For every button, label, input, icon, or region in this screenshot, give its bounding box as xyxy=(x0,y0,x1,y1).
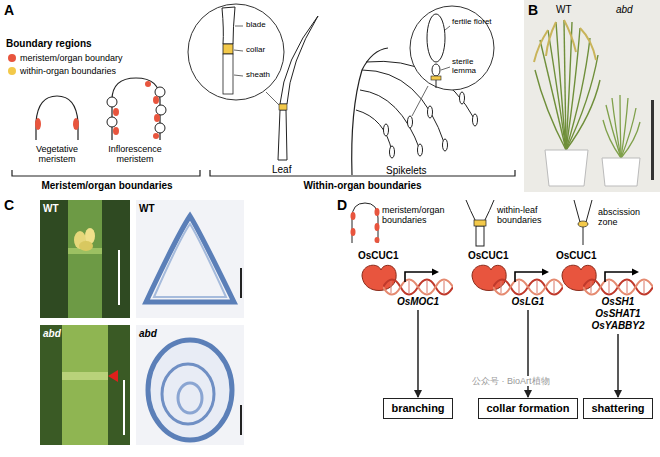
genotype-label: abd xyxy=(43,328,61,340)
arrow-connector xyxy=(417,310,419,397)
legend-swatch xyxy=(8,67,16,75)
process-box: branching xyxy=(383,398,452,419)
arrow-connector xyxy=(617,334,619,397)
legend-text: within-organ boundaries xyxy=(20,66,116,76)
group-label: Meristem/organ boundaries xyxy=(12,180,202,192)
protein-label: OsCUC1 xyxy=(358,250,399,262)
genotype-label: abd xyxy=(139,328,157,340)
region-label: within-leaf boundaries xyxy=(497,205,557,226)
legend-title: Boundary regions xyxy=(6,38,92,50)
dna-helix xyxy=(383,268,453,296)
structure-label: Inflorescence meristem xyxy=(98,144,172,165)
genotype-label: WT xyxy=(556,4,572,16)
structure-label: Vegetative meristem xyxy=(22,144,92,165)
gene-name: OsSH1 xyxy=(583,296,653,308)
gene-node: OsSH1OsSHAT1OsYABBY2 xyxy=(583,268,653,332)
part-label: sheath xyxy=(246,70,270,79)
gene-node: OsMOC1 xyxy=(383,268,453,308)
legend-swatch xyxy=(8,54,16,62)
organ-label: Spikelets xyxy=(386,165,427,177)
panel-letter: D xyxy=(337,197,347,213)
dna-helix xyxy=(493,268,563,296)
gene-name: OsYABBY2 xyxy=(583,320,653,332)
gene-name: OsMOC1 xyxy=(383,296,453,308)
protein-label: OsCUC1 xyxy=(556,250,597,262)
box-text: shattering xyxy=(591,402,644,415)
box-text: collar formation xyxy=(486,402,569,415)
genotype-label: WT xyxy=(139,203,155,215)
panel-letter: A xyxy=(4,2,14,18)
part-label: sterile lemma xyxy=(452,57,492,75)
gene-name: OsLG1 xyxy=(493,296,563,308)
panel-letter: B xyxy=(528,2,538,18)
gene-node: OsLG1 xyxy=(493,268,563,308)
panel-letter: C xyxy=(4,197,14,213)
part-label: collar xyxy=(246,45,265,54)
dna-helix xyxy=(583,268,653,296)
part-label: fertile floret xyxy=(452,17,492,26)
legend-row: within-organ boundaries xyxy=(8,66,116,76)
legend-row: meristem/organ boundary xyxy=(8,53,123,63)
region-label: abscission zone xyxy=(598,207,656,228)
process-box: shattering xyxy=(583,398,652,419)
legend-text: meristem/organ boundary xyxy=(20,53,123,63)
genotype-label: WT xyxy=(43,203,59,215)
watermark: 公众号 · BioArt植物 xyxy=(470,376,552,386)
protein-label: OsCUC1 xyxy=(468,250,509,262)
gene-name: OsSHAT1 xyxy=(583,308,653,320)
box-text: branching xyxy=(391,402,444,415)
region-label: meristem/organ boundaries xyxy=(382,205,452,226)
part-label: blade xyxy=(246,20,266,29)
organ-label: Leaf xyxy=(272,164,291,176)
genotype-label: abd xyxy=(616,4,633,16)
process-box: collar formation xyxy=(478,398,577,419)
group-label: Within-organ boundaries xyxy=(210,180,515,192)
